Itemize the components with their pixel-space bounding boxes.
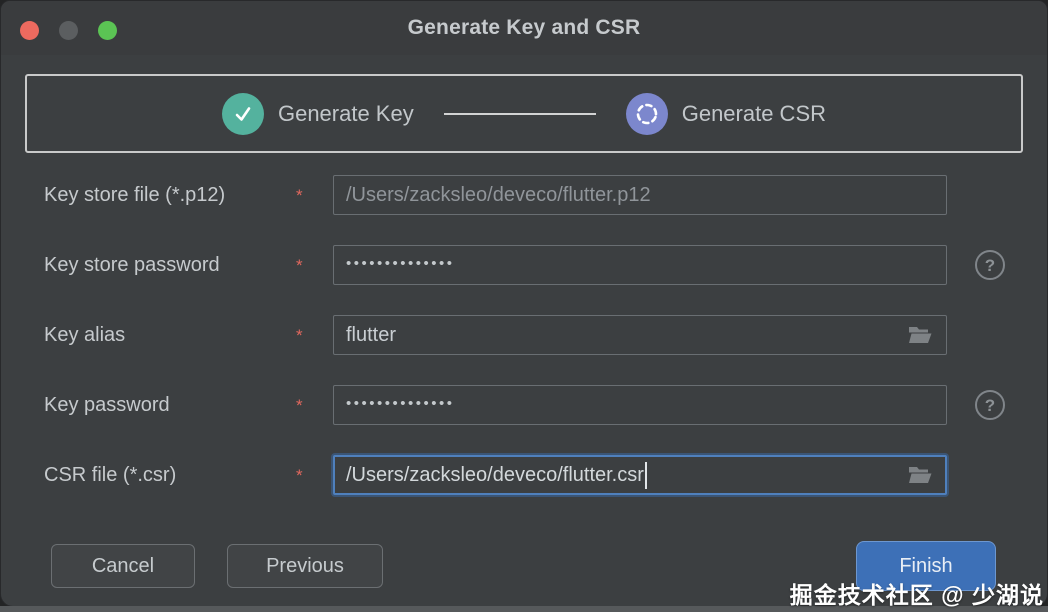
wizard-stepper: Generate Key Generate CSR [25,74,1023,153]
csr-file-value: /Users/zacksleo/deveco/flutter.csr [346,463,644,486]
key-alias-label: Key alias [44,324,126,346]
step-label-generate-csr: Generate CSR [681,100,827,126]
key-password-input[interactable]: •••••••••••••• [333,385,947,425]
step-generate-csr: Generate CSR [625,92,827,135]
folder-icon[interactable] [906,323,934,347]
row-key-password: Key password * •••••••••••••• ? [1,385,1047,425]
row-key-store-password: Key store password * •••••••••••••• ? [1,245,1047,285]
key-alias-value: flutter [346,323,397,346]
key-store-password-label: Key store password [44,254,220,276]
required-asterisk: * [296,256,303,275]
required-asterisk: * [296,186,303,205]
key-store-password-value: •••••••••••••• [346,254,455,272]
row-key-alias: Key alias * flutter [1,315,1047,355]
required-asterisk: * [296,396,303,415]
help-icon[interactable]: ? [975,390,1005,420]
key-store-file-value: /Users/zacksleo/deveco/flutter.p12 [346,183,651,206]
required-asterisk: * [296,326,303,345]
desktop-strip [0,606,1048,612]
row-key-store-file: Key store file (*.p12) * /Users/zacksleo… [1,175,1047,215]
key-store-file-input: /Users/zacksleo/deveco/flutter.p12 [333,175,947,215]
stepper-connector [443,112,596,115]
csr-file-input[interactable]: /Users/zacksleo/deveco/flutter.csr [333,455,947,495]
window-title: Generate Key and CSR [407,16,641,39]
text-caret [644,461,647,489]
required-asterisk: * [296,466,303,485]
help-icon[interactable]: ? [975,250,1005,280]
check-icon [221,92,264,135]
finish-button[interactable]: Finish [856,541,996,591]
close-button[interactable] [20,21,39,40]
csr-form: Key store file (*.p12) * /Users/zacksleo… [1,175,1047,525]
previous-button[interactable]: Previous [227,544,383,588]
step-generate-key: Generate Key [221,92,414,135]
key-password-label: Key password [44,394,170,416]
key-alias-input[interactable]: flutter [333,315,947,355]
csr-file-label: CSR file (*.csr) [44,464,177,486]
folder-icon[interactable] [906,463,934,487]
traffic-lights [20,21,117,40]
dashed-ring-icon [625,92,668,135]
key-store-file-label: Key store file (*.p12) [44,184,226,206]
watermark-text: 掘金技术社区 @ 少湖说 [789,582,1044,608]
row-csr-file: CSR file (*.csr) * /Users/zacksleo/devec… [1,455,1047,495]
key-store-password-input[interactable]: •••••••••••••• [333,245,947,285]
titlebar: Generate Key and CSR [1,1,1047,55]
minimize-button[interactable] [59,21,78,40]
step-label-generate-key: Generate Key [277,100,414,126]
key-password-value: •••••••••••••• [346,394,455,412]
zoom-button[interactable] [98,21,117,40]
cancel-button[interactable]: Cancel [51,544,195,588]
